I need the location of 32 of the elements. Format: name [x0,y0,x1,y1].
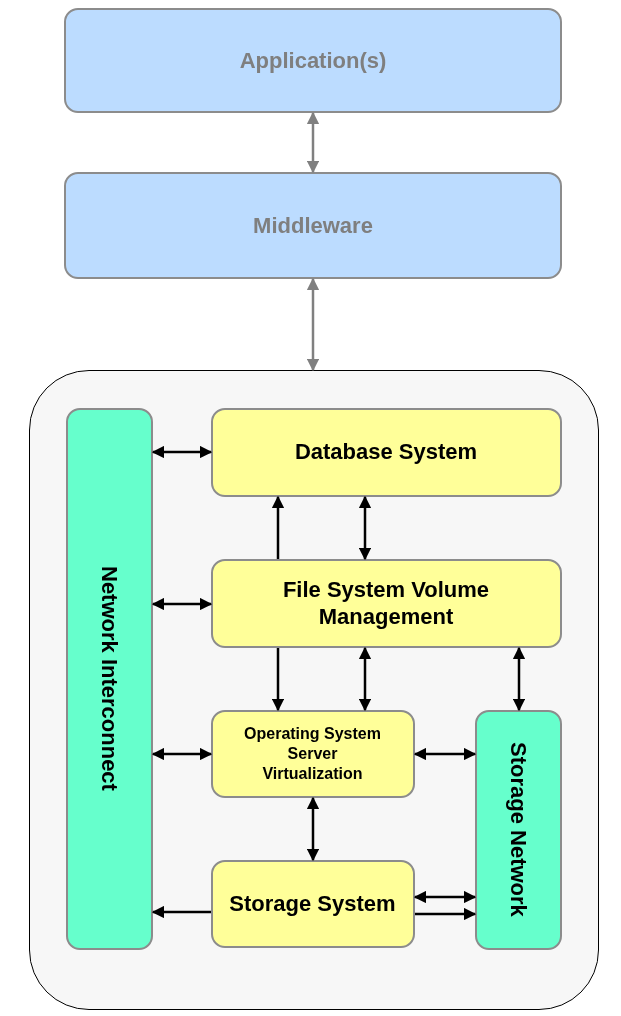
arrow [306,796,320,862]
arrow [306,277,320,372]
layer-box [210,558,562,648]
arrow [413,747,477,761]
arrow [151,445,213,459]
arrow [512,646,526,712]
arrow [415,907,477,921]
arrow [271,495,285,559]
arrow [358,495,372,561]
container-box [29,370,599,1010]
layer-box [64,8,562,113]
arrow [306,111,320,174]
arrow [413,890,477,904]
box-label: Storage Network [504,741,532,919]
box-label: File System Volume Management [281,575,491,631]
layer-box [210,407,562,497]
arrow [271,648,285,712]
layer-box [210,709,415,798]
box-label: Application(s) [238,46,388,75]
arrow [358,646,372,712]
box-label: Storage System [228,889,397,918]
box-label: Network Interconnect [95,565,123,793]
network-bar [474,709,562,950]
arrow [151,747,213,761]
box-label: Middleware [252,211,374,240]
arrow [151,597,213,611]
layer-box [210,859,415,948]
network-bar [65,407,153,950]
box-label: Operating System Server Virtualization [243,723,382,784]
box-label: Database System [293,438,479,466]
layer-box [64,172,562,279]
arrow [151,905,211,919]
